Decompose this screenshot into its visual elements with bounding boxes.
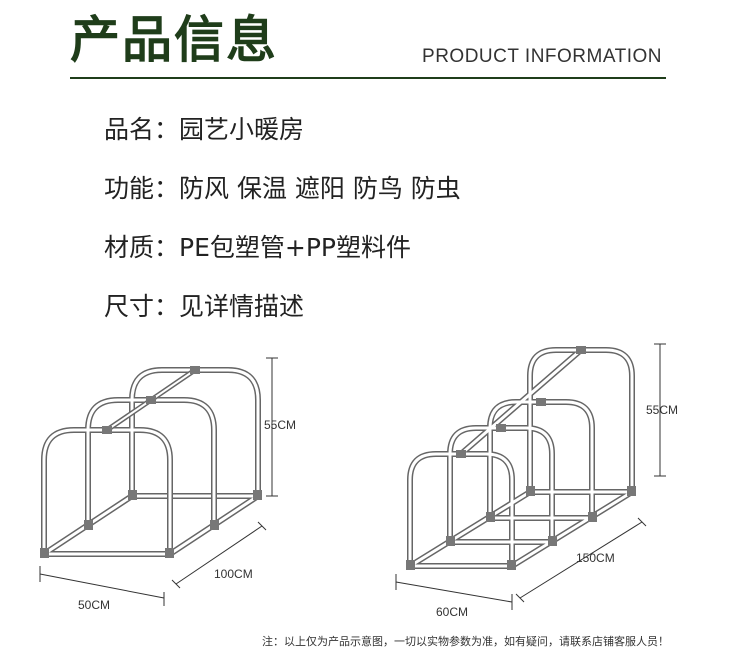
small-height-label: 55CM <box>264 418 296 432</box>
page-title: 产品信息 <box>70 11 278 69</box>
large-greenhouse-frame <box>406 346 636 570</box>
info-row-name: 品名： 园艺小暖房 <box>104 113 304 147</box>
page-subtitle: PRODUCT INFORMATION <box>422 46 662 67</box>
info-label: 品名： <box>104 115 180 144</box>
info-row-size: 尺寸： 见详情描述 <box>104 290 304 324</box>
disclaimer-note: 注：以上仅为产品示意图，一切以实物参数为准，如有疑问，请联系店铺客服人员！ <box>262 635 669 648</box>
small-width-label: 50CM <box>78 598 110 612</box>
info-row-material: 材质： PE包塑管+PP塑料件 <box>104 231 411 265</box>
info-value: 园艺小暖房 <box>179 115 305 144</box>
large-height-label: 55CM <box>646 403 678 417</box>
title-divider <box>70 77 666 79</box>
info-label: 尺寸： <box>104 292 180 321</box>
info-label: 功能： <box>104 174 180 203</box>
info-value: PE包塑管+PP塑料件 <box>179 233 411 262</box>
info-label: 材质： <box>104 233 180 262</box>
info-value: 防风 保温 遮阳 防鸟 防虫 <box>179 174 461 203</box>
large-dimension-lines <box>395 343 666 610</box>
info-value: 见详情描述 <box>179 292 305 321</box>
large-length-label: 150CM <box>576 551 615 565</box>
greenhouse-diagrams: 55CM 100CM 50CM <box>39 343 678 619</box>
large-width-label: 60CM <box>436 605 468 619</box>
small-dimension-lines <box>39 357 278 606</box>
small-length-label: 100CM <box>214 567 253 581</box>
small-greenhouse-frame <box>40 366 262 558</box>
info-row-function: 功能： 防风 保温 遮阳 防鸟 防虫 <box>104 172 461 206</box>
